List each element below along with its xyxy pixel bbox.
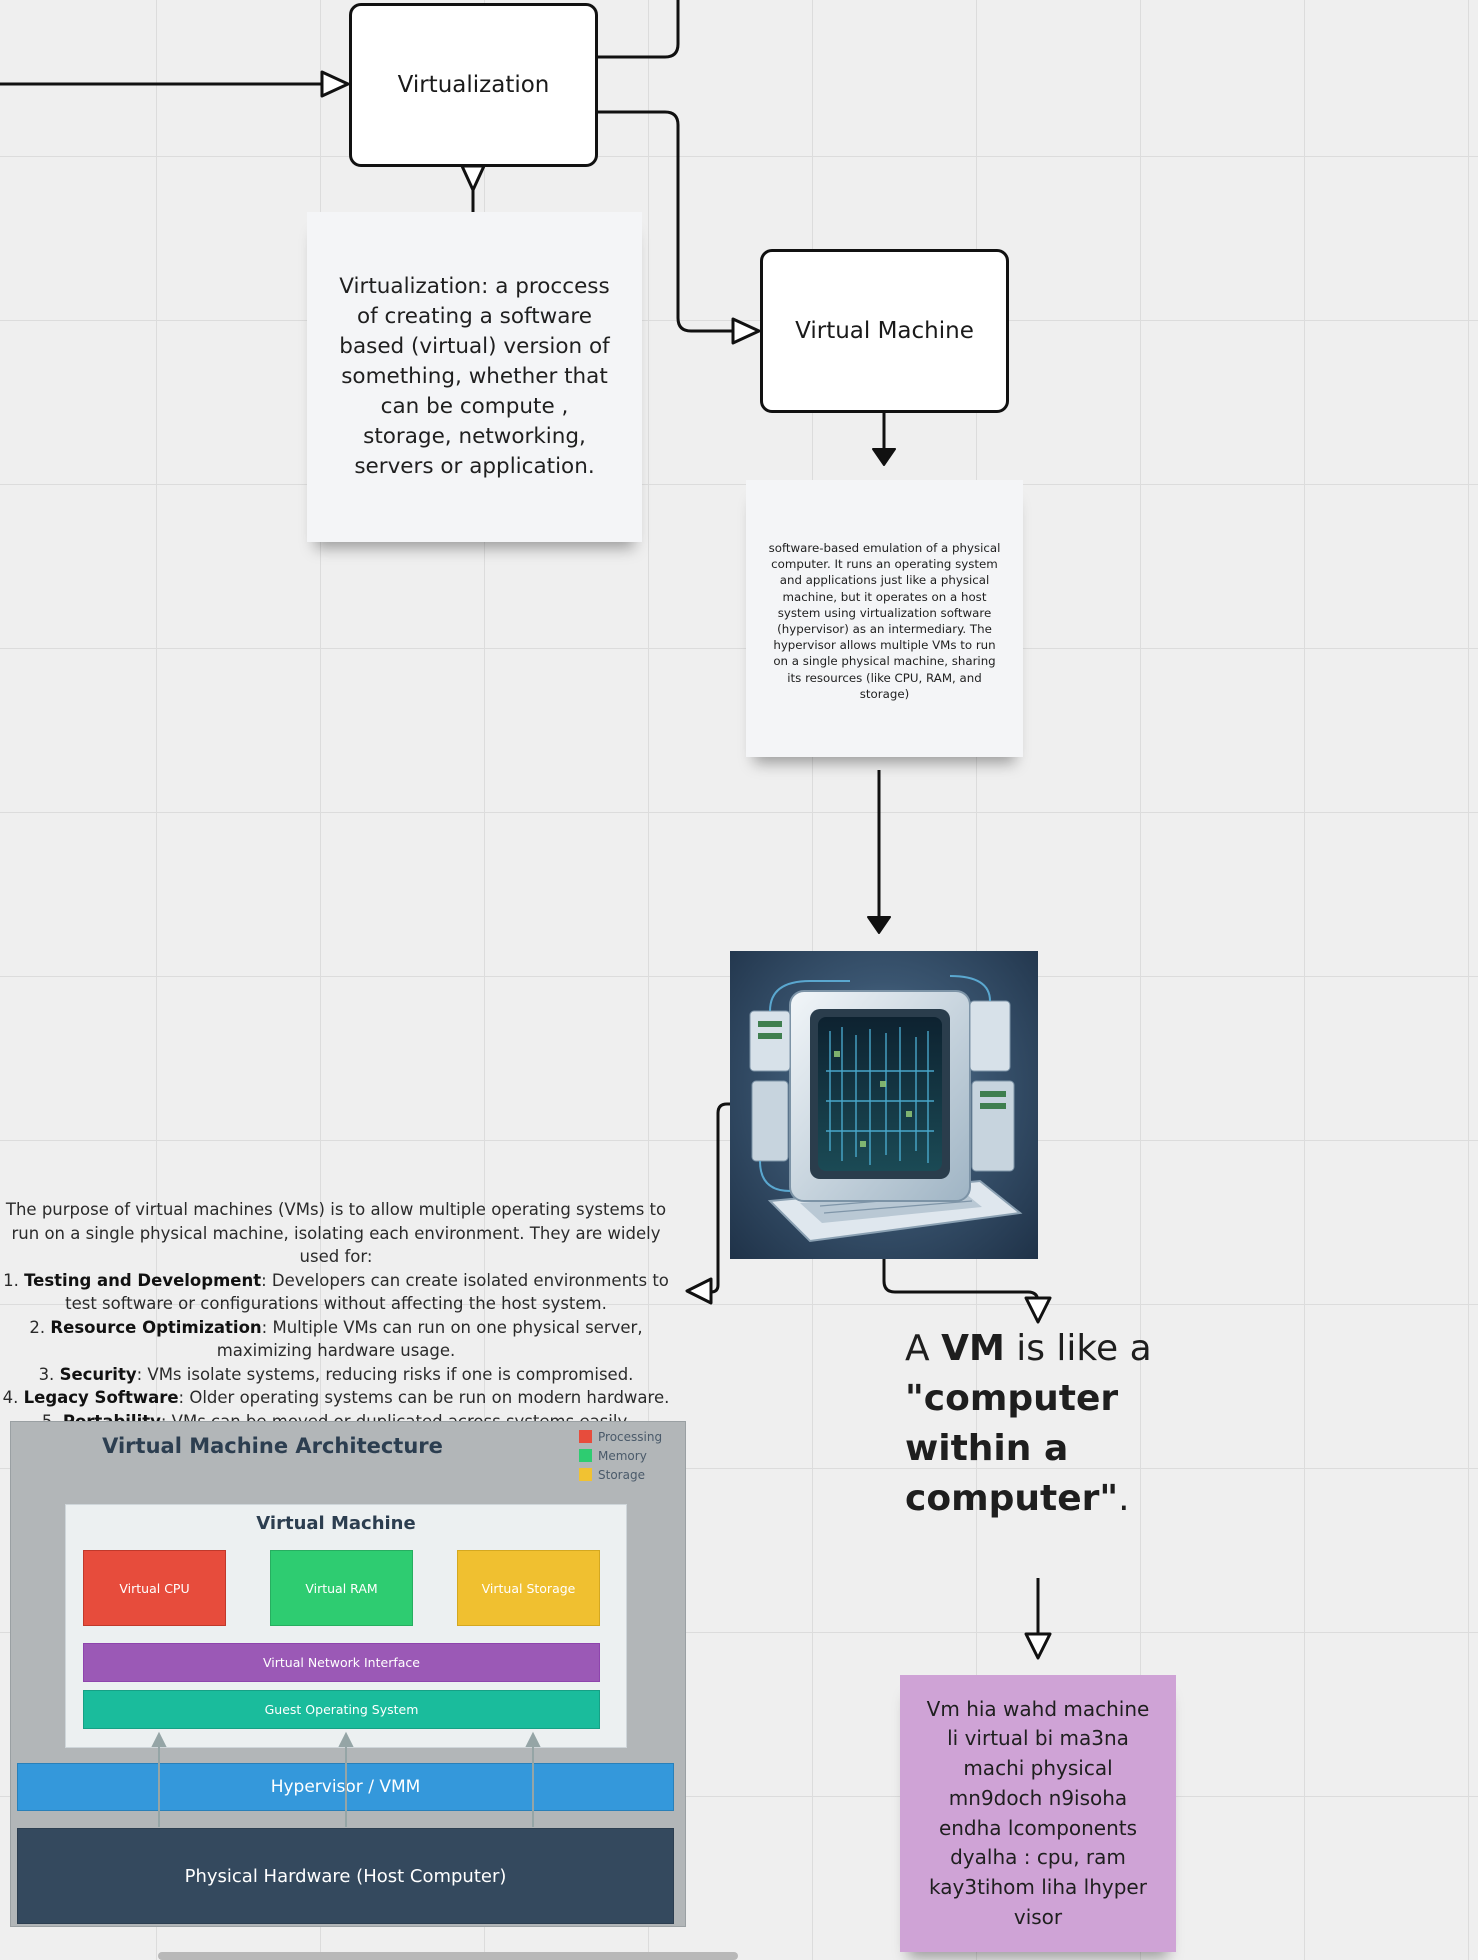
virtual-storage-box: Virtual Storage	[457, 1550, 600, 1626]
architecture-legend: Processing Memory Storage	[579, 1427, 662, 1484]
vm-panel-title: Virtual Machine	[256, 1513, 416, 1534]
virtual-machine-node[interactable]: Virtual Machine	[760, 249, 1009, 413]
arrowhead-vmtext	[1024, 1296, 1052, 1324]
vm-purpose-text: The purpose of virtual machines (VMs) is…	[0, 1198, 678, 1433]
arrowhead-image	[867, 916, 891, 934]
vm-panel: Virtual Machine Virtual CPU Virtual RAM …	[65, 1504, 627, 1748]
darija-explanation-note[interactable]: Vm hia wahd machine li virtual bi ma3na …	[900, 1675, 1176, 1952]
legend-storage: Storage	[579, 1465, 662, 1484]
architecture-arrows	[151, 1731, 541, 1827]
legend-swatch	[579, 1430, 592, 1443]
arrowhead-vm-note	[872, 448, 896, 466]
virtual-network-interface-bar: Virtual Network Interface	[83, 1643, 600, 1682]
purpose-intro: The purpose of virtual machines (VMs) is…	[5, 1200, 667, 1266]
legend-swatch	[579, 1449, 592, 1462]
arrowhead-virtualization	[320, 70, 350, 98]
computer-illustration	[730, 951, 1038, 1259]
connector-virtualization-to-vm	[597, 110, 733, 333]
purpose-item-title: Testing and Development	[24, 1270, 262, 1290]
horizontal-scrollbar[interactable]	[158, 1952, 738, 1960]
virtual-cpu-box: Virtual CPU	[83, 1550, 226, 1626]
arrowhead-purple	[1024, 1632, 1052, 1660]
virtualization-definition-note[interactable]: Virtualization: a proccess of creating a…	[307, 212, 642, 542]
guest-os-bar: Guest Operating System	[83, 1690, 600, 1729]
purpose-item-1: 1. Testing and Development: Developers c…	[3, 1270, 669, 1314]
vm-definition-text: software-based emulation of a physical c…	[768, 541, 1001, 701]
purpose-item-2: 2. Resource Optimization: Multiple VMs c…	[29, 1317, 643, 1361]
virtualization-label: Virtualization	[397, 72, 550, 98]
legend-memory: Memory	[579, 1446, 662, 1465]
purpose-item-title: Security	[59, 1364, 137, 1384]
virtual-machine-label: Virtual Machine	[795, 318, 974, 344]
purpose-item-title: Legacy Software	[23, 1388, 179, 1407]
arrowhead-vm	[731, 317, 761, 345]
physical-hardware-bar: Physical Hardware (Host Computer)	[17, 1828, 674, 1924]
purpose-item-title: Resource Optimization	[50, 1317, 262, 1337]
connector-image-to-vmtext	[882, 1259, 1040, 1305]
purpose-item-3: 3. Security: VMs isolate systems, reduci…	[38, 1364, 634, 1384]
darija-explanation-text: Vm hia wahd machine li virtual bi ma3na …	[926, 1696, 1150, 1929]
vm-definition-note[interactable]: software-based emulation of a physical c…	[746, 480, 1023, 757]
virtual-ram-box: Virtual RAM	[270, 1550, 413, 1626]
vm-architecture-diagram: Virtual Machine Architecture Processing …	[10, 1421, 686, 1927]
arrowhead-virtualization-note	[460, 164, 486, 192]
virtualization-node[interactable]: Virtualization	[349, 3, 598, 167]
architecture-title: Virtual Machine Architecture	[102, 1434, 443, 1458]
legend-processing: Processing	[579, 1427, 662, 1446]
connector-top-right	[597, 0, 680, 59]
legend-swatch	[579, 1468, 592, 1481]
vm-like-computer-text: A VM is like a "computer within a comput…	[905, 1328, 1152, 1519]
connector-image-to-purpose	[709, 1102, 731, 1294]
purpose-item-4: 4. Legacy Software: Older operating syst…	[2, 1388, 670, 1407]
arrowhead-purpose	[685, 1277, 713, 1305]
virtualization-definition-text: Virtualization: a proccess of creating a…	[339, 274, 610, 479]
computer-icon	[749, 975, 1023, 1243]
